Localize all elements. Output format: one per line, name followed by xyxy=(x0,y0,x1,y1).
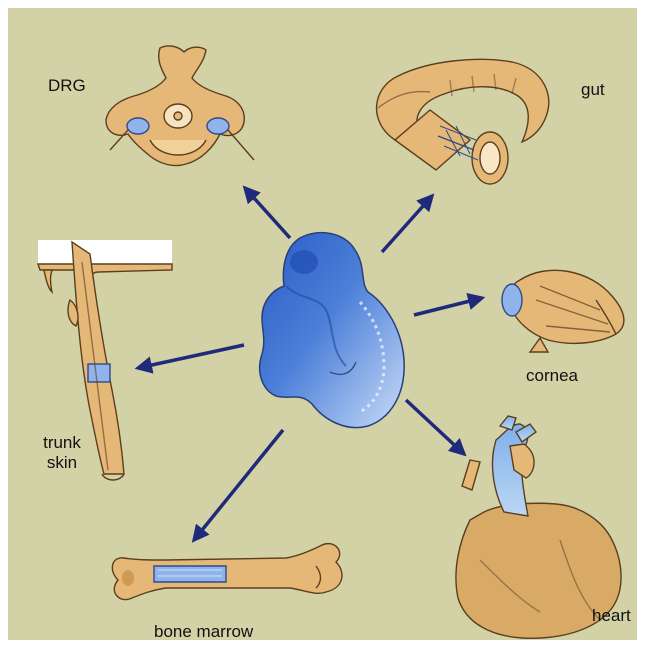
embryo-icon xyxy=(260,233,405,428)
heart-icon xyxy=(456,416,621,638)
long-bone-icon xyxy=(112,544,342,600)
eye-cornea-icon xyxy=(502,270,624,352)
label-bone-marrow: bone marrow xyxy=(154,622,253,642)
arrow-to-gut xyxy=(382,196,432,252)
label-skin: skin xyxy=(32,453,92,473)
arrow-to-drg xyxy=(245,188,290,238)
label-trunk: trunk xyxy=(32,433,92,453)
label-drg: DRG xyxy=(48,76,86,96)
arrow-to-cornea xyxy=(414,298,482,315)
label-cornea: cornea xyxy=(526,366,578,386)
gut-tube-icon xyxy=(377,59,549,184)
arrow-to-heart xyxy=(406,400,464,454)
vertebra-drg-icon xyxy=(106,46,254,166)
label-trunk-skin: trunk skin xyxy=(32,433,92,473)
label-gut: gut xyxy=(581,80,605,100)
label-heart: heart xyxy=(592,606,631,626)
arrow-to-trunk-skin xyxy=(138,345,244,368)
arrow-to-bone-marrow xyxy=(194,430,283,540)
